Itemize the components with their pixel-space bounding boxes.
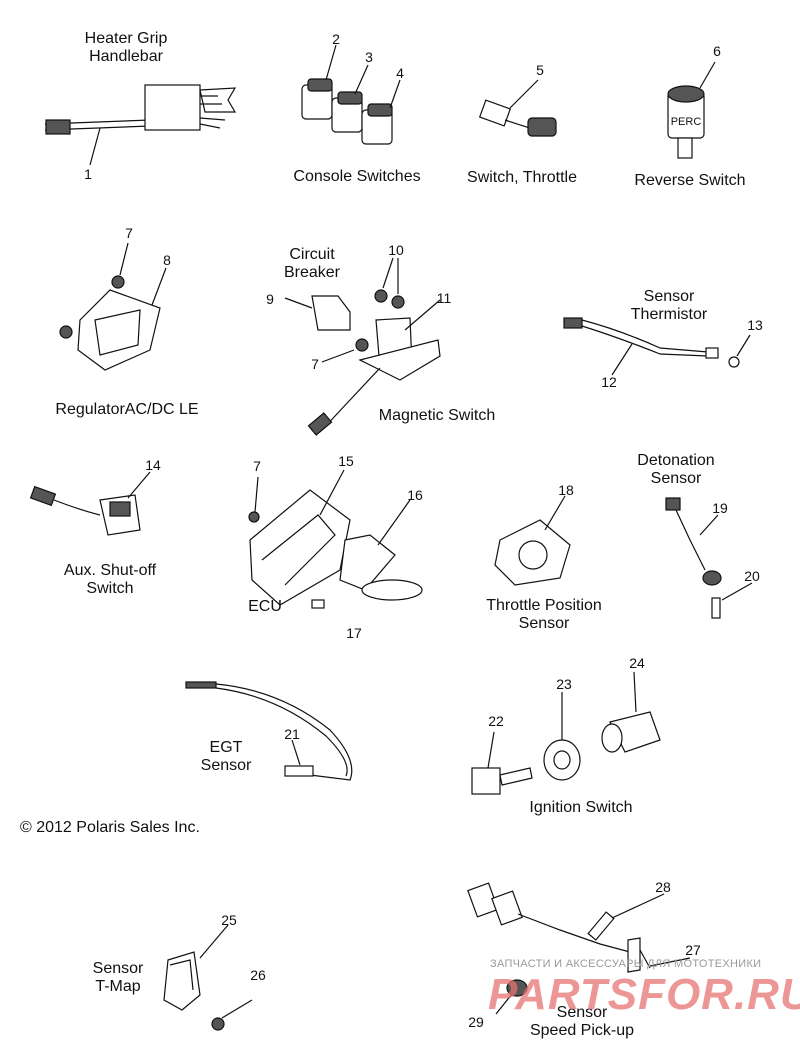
part-number: 8 [163, 252, 171, 268]
throttle-switch-part [478, 79, 557, 137]
copyright-notice: © 2012 Polaris Sales Inc. [20, 819, 200, 836]
part-number: 3 [365, 49, 373, 65]
part-number: 1 [84, 166, 92, 182]
part-number: 2 [332, 31, 340, 47]
part-number: 14 [145, 457, 161, 473]
console-switches-part [301, 44, 401, 145]
detonation-sensor-label: Detonation Sensor [637, 452, 715, 487]
sensor-thermistor-label: Sensor Thermistor [630, 288, 708, 323]
part-number: 20 [744, 568, 760, 584]
part-number: 26 [250, 967, 266, 983]
part-number: 16 [407, 487, 423, 503]
part-number: 25 [221, 912, 237, 928]
magnetic-switch-part [284, 257, 441, 436]
watermark-caption: ЗАПЧАСТИ И АКСЕССУАРЫ ДЛЯ МОТОТЕХНИКИ [490, 958, 762, 970]
aux-shutoff-label: Aux. Shut-off Switch [63, 562, 157, 597]
sensor-speed-pickup-part [467, 882, 691, 1015]
part-number: 17 [346, 625, 362, 641]
part-number: 13 [747, 317, 763, 333]
part-number: 19 [712, 500, 728, 516]
console-switches-label: Console Switches [293, 168, 421, 185]
part-number: 15 [338, 453, 354, 469]
part-number: 27 [685, 942, 701, 958]
heater-grip-part [44, 84, 237, 166]
reverse-switch-label: Reverse Switch [634, 172, 746, 189]
part-number: 9 [266, 291, 274, 307]
regulator-label: RegulatorAC/DC LE [55, 401, 199, 418]
sensor-thermistor-part [563, 317, 751, 376]
circuit-breaker-label: Circuit Breaker [283, 246, 341, 281]
part-number: 24 [629, 655, 645, 671]
part-number: 6 [713, 43, 721, 59]
magnetic-switch-label: Magnetic Switch [378, 407, 496, 424]
part-number: 22 [488, 713, 504, 729]
part-number: 10 [388, 242, 404, 258]
watermark-logo: PARTSFOR.RU [488, 970, 800, 1019]
detonation-sensor-part [665, 497, 753, 619]
part-number: 29 [468, 1014, 484, 1030]
regulator-part [59, 242, 167, 371]
part-number: 28 [655, 879, 671, 895]
ecu-part [248, 469, 423, 609]
egt-sensor-part [185, 681, 353, 781]
part-number: 21 [284, 726, 300, 742]
aux-shutoff-part [29, 471, 151, 536]
sensor-tmap-label: Sensor T-Map [92, 960, 144, 995]
sensor-speed-pickup-label: Sensor Speed Pick-up [529, 1004, 635, 1039]
part-number: 23 [556, 676, 572, 692]
ecu-label: ECU [248, 598, 282, 615]
egt-sensor-label: EGT Sensor [200, 739, 252, 774]
switch-throttle-label: Switch, Throttle [467, 169, 577, 186]
ignition-switch-label: Ignition Switch [529, 799, 633, 816]
reverse-switch-part: PERC [667, 61, 716, 159]
part-number: 11 [436, 290, 452, 306]
part-number: 4 [396, 65, 404, 81]
part-number: 7 [253, 458, 261, 474]
throttle-position-sensor-label: Throttle Position Sensor [486, 597, 602, 632]
heater-grip-label: Heater Grip Handlebar [84, 30, 168, 65]
perc-text: PERC [671, 116, 702, 128]
sensor-tmap-part [163, 924, 253, 1031]
ignition-switch-part [471, 671, 661, 795]
part-number: 12 [601, 374, 617, 390]
part-number: 5 [536, 62, 544, 78]
part-number: 7 [125, 225, 133, 241]
throttle-position-sensor-part [494, 495, 571, 586]
part-number: 7 [311, 356, 319, 372]
part-number: 18 [558, 482, 574, 498]
